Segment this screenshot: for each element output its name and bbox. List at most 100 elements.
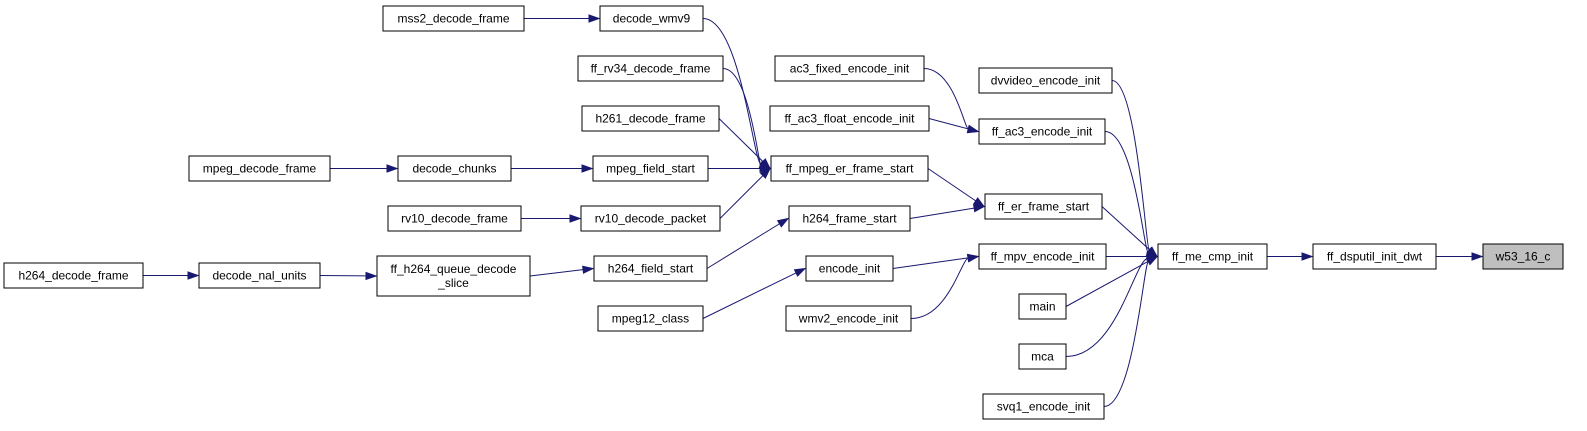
edge-h264_decode_frame-to-decode_nal_units	[143, 271, 200, 280]
node-label: ff_dsputil_init_dwt	[1327, 250, 1423, 264]
edge-ff_me_cmp_init-to-ff_dsputil_init_dwt	[1267, 252, 1314, 261]
node-label: rv10_decode_frame	[401, 212, 508, 226]
arrowhead	[759, 158, 772, 170]
edge-ff_h264_queue_decode_slice-to-h264_field_start	[529, 265, 595, 277]
node-encode-init[interactable]: encode_init	[805, 255, 894, 282]
arrowhead	[972, 204, 986, 213]
node-mss2-decode-frame[interactable]: mss2_decode_frame	[382, 5, 525, 32]
node-rv10-decode-packet[interactable]: rv10_decode_packet	[580, 205, 721, 232]
node-label: ff_ac3_encode_init	[992, 125, 1093, 139]
edge-dvvideo_encode_init-to-ff_me_cmp_init	[1111, 80, 1159, 258]
edge-line	[927, 168, 977, 202]
edge-ff_ac3_encode_init-to-ff_me_cmp_init	[1104, 131, 1159, 258]
node-label: ff_mpv_encode_init	[991, 250, 1096, 264]
node-mca[interactable]: mca	[1018, 343, 1067, 370]
node-rv10-decode-frame[interactable]: rv10_decode_frame	[387, 205, 522, 232]
edge-h264_field_start-to-h264_frame_start	[706, 217, 790, 269]
node-box	[397, 155, 512, 182]
node-h264-frame-start[interactable]: h264_frame_start	[788, 205, 911, 232]
edge-h261_decode_frame-to-ff_mpeg_er_frame_start	[718, 118, 772, 170]
node-ff-rv34-decode-frame[interactable]: ff_rv34_decode_frame	[577, 55, 724, 82]
node-label: decode_wmv9	[613, 12, 691, 26]
edge-svq1_encode_init-to-ff_me_cmp_init	[1103, 255, 1159, 407]
node-ac3-fixed-encode-init[interactable]: ac3_fixed_encode_init	[774, 55, 925, 82]
node-box	[1482, 243, 1564, 270]
node-main[interactable]: main	[1018, 293, 1067, 320]
node-mpeg12-class[interactable]: mpeg12_class	[597, 305, 704, 332]
edges-layer	[143, 14, 1484, 407]
edge-mca-to-ff_me_cmp_init	[1065, 254, 1159, 357]
node-label: h264_field_start	[608, 262, 694, 276]
edge-line	[909, 207, 975, 219]
node-box	[188, 155, 331, 182]
node-box	[805, 255, 894, 282]
arrowhead	[966, 254, 980, 263]
node-box	[978, 243, 1107, 270]
edge-line	[529, 269, 584, 277]
node-label: mpeg_field_start	[606, 162, 695, 176]
arrowhead	[581, 164, 594, 173]
edge-line	[722, 68, 762, 166]
edge-line	[1111, 80, 1150, 251]
node-ff-mpv-encode-init[interactable]: ff_mpv_encode_init	[978, 243, 1107, 270]
arrowhead	[759, 167, 772, 179]
node-mpeg-field-start[interactable]: mpeg_field_start	[592, 155, 709, 182]
arrowhead	[1471, 252, 1484, 261]
node-label: mpeg_decode_frame	[203, 162, 317, 176]
node-label: ff_rv34_decode_frame	[591, 62, 711, 76]
node-wmv2-encode-init[interactable]: wmv2_encode_init	[785, 305, 912, 332]
edge-h264_frame_start-to-ff_er_frame_start	[909, 204, 986, 219]
node-label: svq1_encode_init	[997, 400, 1091, 414]
node-label: dvvideo_encode_init	[991, 74, 1101, 88]
node-ff-dsputil-init-dwt[interactable]: ff_dsputil_init_dwt	[1312, 243, 1437, 270]
node-box	[581, 105, 720, 132]
arrowhead	[588, 14, 601, 23]
node-label: decode_nal_units	[212, 269, 306, 283]
node-ff-h264-queue-decode-slice[interactable]: ff_h264_queue_decode_slice	[376, 255, 531, 297]
edge-ff_dsputil_init_dwt-to-w53_16_c	[1436, 252, 1484, 261]
node-decode-chunks[interactable]: decode_chunks	[397, 155, 512, 182]
node-h264-decode-frame[interactable]: h264_decode_frame	[3, 262, 144, 289]
node-ff-ac3-float-encode-init[interactable]: ff_ac3_float_encode_init	[769, 105, 930, 132]
edge-line	[892, 257, 969, 269]
edge-decode_nal_units-to-ff_h264_queue_decode_slice	[319, 271, 378, 281]
node-box	[1018, 293, 1067, 320]
node-box	[593, 255, 708, 282]
node-decode-wmv9[interactable]: decode_wmv9	[599, 5, 704, 32]
arrowhead	[1301, 252, 1314, 261]
arrowhead	[793, 267, 807, 277]
edge-ff_rv34_decode_frame-to-ff_mpeg_er_frame_start	[722, 68, 772, 170]
node-label: decode_chunks	[412, 162, 496, 176]
node-box	[597, 305, 704, 332]
node-box	[1018, 343, 1067, 370]
edge-ac3_fixed_encode_init-to-ff_ac3_encode_init	[923, 68, 980, 134]
nodes-layer: mss2_decode_frame decode_wmv9 ff_rv34_deco…	[3, 5, 1564, 420]
node-ff-ac3-encode-init[interactable]: ff_ac3_encode_init	[978, 118, 1106, 145]
arrowhead	[1145, 255, 1159, 266]
node-svq1-encode-init[interactable]: svq1_encode_init	[982, 393, 1105, 420]
node-box	[785, 305, 912, 332]
edge-mpeg12_class-to-encode_init	[702, 267, 807, 319]
edge-rv10_decode_frame-to-rv10_decode_packet	[521, 214, 582, 223]
node-ff-er-frame-start[interactable]: ff_er_frame_start	[984, 193, 1103, 220]
node-label: wmv2_encode_init	[798, 312, 899, 326]
node-w53-16-c[interactable]: w53_16_c	[1482, 243, 1564, 270]
node-box	[592, 155, 709, 182]
node-label: main	[1029, 300, 1055, 314]
edge-line	[1101, 206, 1150, 251]
edge-ff_ac3_float_encode_init-to-ff_ac3_encode_init	[928, 118, 980, 133]
node-h261-decode-frame[interactable]: h261_decode_frame	[581, 105, 720, 132]
node-dvvideo-encode-init[interactable]: dvvideo_encode_init	[978, 67, 1113, 94]
edge-line	[706, 223, 780, 269]
node-mpeg-decode-frame[interactable]: mpeg_decode_frame	[188, 155, 331, 182]
edge-mpeg_decode_frame-to-decode_chunks	[330, 164, 399, 173]
node-ff-me-cmp-init[interactable]: ff_me_cmp_init	[1157, 243, 1268, 270]
node-label: mca	[1031, 350, 1054, 364]
node-decode-nal-units[interactable]: decode_nal_units	[198, 262, 321, 289]
node-box	[599, 5, 704, 32]
node-box	[1312, 243, 1437, 270]
node-h264-field-start[interactable]: h264_field_start	[593, 255, 708, 282]
node-label: ff_ac3_float_encode_init	[785, 112, 916, 126]
node-ff-mpeg-er-frame-start[interactable]: ff_mpeg_er_frame_start	[770, 155, 929, 182]
